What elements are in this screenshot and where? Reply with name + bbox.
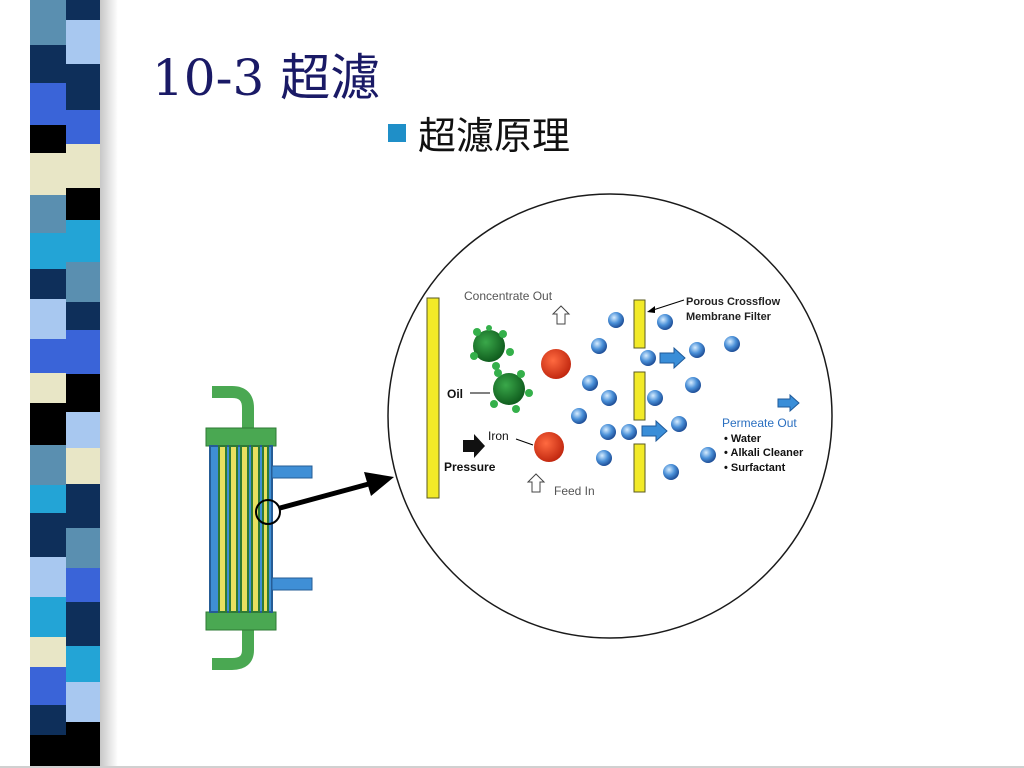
membrane-tubes — [218, 445, 269, 613]
decorative-left-strip — [30, 0, 100, 768]
molecule-icon — [640, 350, 656, 366]
bullet-square-icon — [388, 123, 406, 142]
permeate-item-surfactant: • Surfactant — [724, 462, 786, 474]
molecule-icon — [671, 416, 687, 432]
permeate-port-top — [271, 465, 313, 479]
permeate-item-alkali-cleaner: • Alkali Cleaner — [724, 447, 804, 459]
membrane-filter — [633, 299, 646, 493]
permeate-item-water: • Water — [724, 433, 762, 445]
top-inlet-pipe — [212, 386, 254, 432]
molecule-icon — [601, 390, 617, 406]
feed-wall — [426, 297, 440, 499]
bullet-item: 超濾原理 — [388, 105, 570, 160]
zoom-arrow — [279, 472, 394, 511]
feed-in-label: Feed In — [554, 484, 595, 498]
molecule-icon — [685, 377, 701, 393]
molecule-icon — [571, 408, 587, 424]
molecule-icon — [582, 375, 598, 391]
zoom-marker-circle — [255, 499, 281, 525]
pressure-arrow-icon — [463, 434, 485, 458]
porous-label-line1: Porous Crossflow — [686, 296, 781, 308]
slide-title: 10-3 超濾 — [152, 49, 381, 107]
filter-module — [205, 386, 313, 670]
molecule-icon — [621, 424, 637, 440]
molecule-icon — [724, 336, 740, 352]
iron-particle-icon — [541, 349, 571, 379]
iron-pointer — [515, 438, 534, 446]
molecule-icon — [608, 312, 624, 328]
bottom-divider — [0, 766, 1024, 768]
porous-label-line2: Membrane Filter — [686, 311, 772, 323]
oil-droplet-icon — [490, 369, 533, 413]
molecule-icon — [663, 464, 679, 480]
pressure-label: Pressure — [444, 460, 496, 474]
permeate-flow-arrow-icon — [641, 419, 668, 443]
concentrate-out-label: Concentrate Out — [464, 289, 553, 303]
water-molecules — [571, 312, 740, 480]
bottom-outlet-pipe — [212, 620, 254, 670]
molecule-icon — [647, 390, 663, 406]
strip-pattern — [30, 0, 100, 768]
membrane-pointer — [649, 299, 685, 312]
molecule-icon — [657, 314, 673, 330]
permeate-out-label: Permeate Out — [722, 416, 797, 430]
molecule-icon — [700, 447, 716, 463]
oil-droplet-icon — [470, 325, 514, 370]
strip-shadow — [100, 0, 118, 768]
permeate-flow-arrow-icon — [659, 346, 686, 370]
molecule-icon — [596, 450, 612, 466]
bottom-header — [205, 611, 277, 631]
permeate-port-bottom — [271, 577, 313, 591]
molecule-icon — [689, 342, 705, 358]
concentrate-out-arrow-icon — [551, 305, 571, 325]
molecule-icon — [591, 338, 607, 354]
permeate-out-arrow-icon — [777, 393, 800, 413]
iron-label: Iron — [488, 429, 509, 443]
top-header — [205, 427, 277, 447]
membrane-pointer-head — [647, 306, 655, 313]
bullet-text: 超濾原理 — [418, 114, 571, 158]
feed-in-arrow-icon — [526, 473, 546, 493]
oil-label: Oil — [447, 387, 463, 401]
iron-particle-icon — [534, 432, 564, 462]
magnified-view-circle — [387, 193, 833, 639]
molecule-icon — [600, 424, 616, 440]
